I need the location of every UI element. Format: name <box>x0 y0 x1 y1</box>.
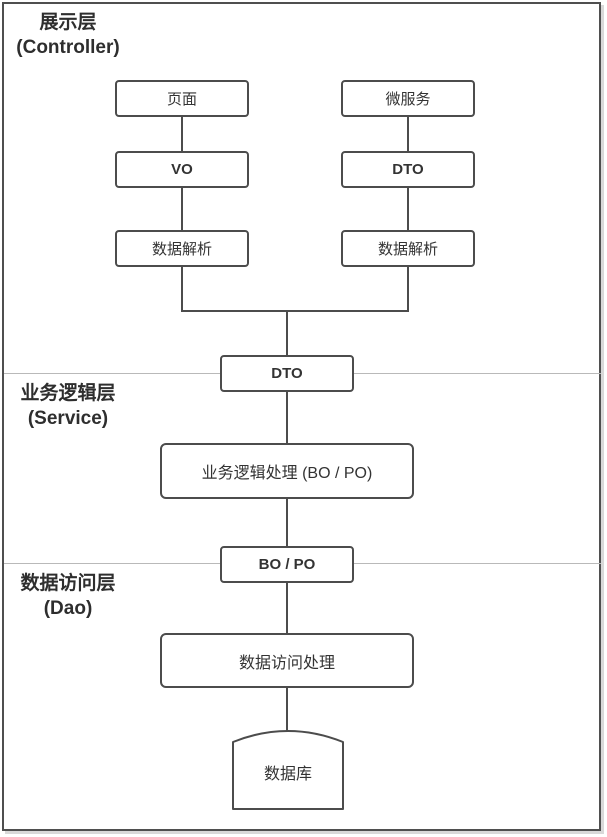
database-label: 数据库 <box>263 766 312 783</box>
layer-subtitle: (Dao) <box>43 598 93 619</box>
layer-label-dao: 数据访问层 (Dao) <box>1 571 135 621</box>
layer-title: 数据访问层 <box>20 573 116 594</box>
connector-merge-dto <box>286 310 288 357</box>
connector-parse-left-merge <box>181 266 183 312</box>
connector-dataaccess-database <box>286 687 288 731</box>
connector-dto-business <box>286 391 288 444</box>
node-vo: VO <box>115 151 249 188</box>
layer-subtitle: (Controller) <box>16 37 120 58</box>
database-shape-outline <box>232 730 344 810</box>
node-page: 页面 <box>115 80 249 117</box>
node-business-logic: 业务逻辑处理 (BO / PO) <box>160 443 414 499</box>
node-dto-center: DTO <box>220 355 354 392</box>
connector-dto-parse <box>407 186 409 231</box>
connector-microservice-dto <box>407 117 409 152</box>
node-parse-left: 数据解析 <box>115 230 249 267</box>
connector-bopo-dataaccess <box>286 582 288 634</box>
connector-business-bopo <box>286 498 288 547</box>
connector-merge-bar <box>181 310 409 312</box>
node-data-access: 数据访问处理 <box>160 633 414 688</box>
node-dto-right: DTO <box>341 151 475 188</box>
node-database: 数据库 <box>232 716 344 810</box>
connector-page-vo <box>181 117 183 152</box>
layer-label-controller: 展示层 (Controller) <box>1 10 135 60</box>
layer-title: 展示层 <box>39 12 97 33</box>
layer-label-service: 业务逻辑层 (Service) <box>1 381 135 431</box>
diagram-border <box>2 2 601 831</box>
node-microservice: 微服务 <box>341 80 475 117</box>
connector-parse-right-merge <box>407 266 409 312</box>
connector-vo-parse <box>181 186 183 231</box>
node-bo-po: BO / PO <box>220 546 354 583</box>
node-parse-right: 数据解析 <box>341 230 475 267</box>
layer-subtitle: (Service) <box>27 408 109 429</box>
layer-title: 业务逻辑层 <box>20 383 116 404</box>
